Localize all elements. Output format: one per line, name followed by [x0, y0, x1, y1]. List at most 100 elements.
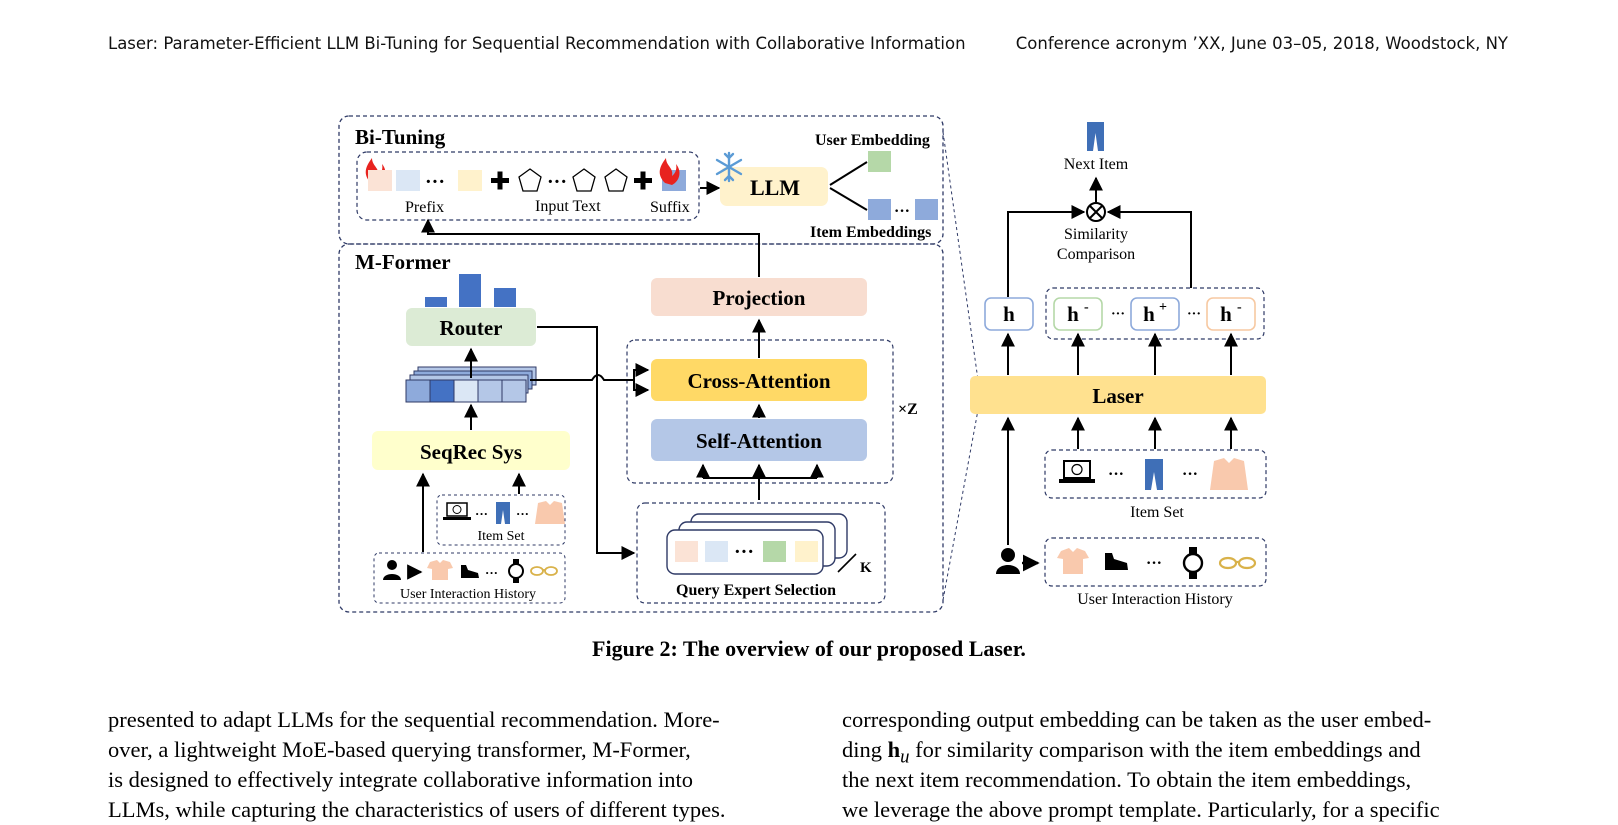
- prefix-token: [368, 170, 392, 191]
- overview-figure: Bi-Tuning ··· Prefix ··· Input Text Suff…: [338, 115, 1267, 613]
- seqrec-label: SeqRec Sys: [420, 440, 522, 464]
- item-set-label: Item Set: [1130, 504, 1184, 521]
- h-to-similarity-arrow: [1007, 205, 1086, 297]
- comparison-label: Comparison: [1057, 246, 1135, 263]
- router-bar: [459, 274, 481, 307]
- ellipsis: ···: [425, 171, 445, 193]
- text-token-icon: [572, 168, 596, 192]
- negative-h-box: [1206, 297, 1256, 331]
- user-embedding-symbol: h: [887, 737, 901, 762]
- repeat-label: ×Z: [898, 401, 918, 418]
- ellipsis: ···: [1182, 466, 1198, 483]
- self-attention-box: [651, 419, 867, 461]
- user-icon: [383, 560, 401, 580]
- seqrec-box: [372, 431, 570, 470]
- watch-icon: [508, 559, 524, 583]
- ellipsis: ···: [516, 506, 529, 521]
- user-history-label: User Interaction History: [1077, 591, 1233, 608]
- body-column-right: corresponding output embedding can be ta…: [842, 705, 1514, 825]
- body-line: ding hu for similarity comparison with t…: [842, 735, 1514, 768]
- projection-label: Projection: [713, 286, 806, 310]
- kv-arrow: [633, 380, 650, 397]
- text-token-icon: [518, 168, 542, 192]
- ellipsis: ···: [485, 565, 498, 580]
- input-text-label: Input Text: [535, 198, 601, 215]
- ellipsis: ···: [1187, 307, 1201, 322]
- bituning-panel: [338, 115, 944, 245]
- llm-box: [720, 167, 828, 206]
- sneaker-icon: [461, 565, 479, 578]
- zoom-guide: [942, 131, 979, 381]
- k-label: K: [860, 560, 872, 576]
- query-expert-label: Query Expert Selection: [676, 582, 836, 599]
- jeans-icon: [1145, 459, 1163, 490]
- negative-sup: -: [1237, 300, 1242, 315]
- projection-box: [651, 278, 867, 316]
- body-line: LLMs, while capturing the characteristic…: [108, 797, 726, 822]
- kv-arrow: [530, 363, 650, 381]
- body-line: over, a lightweight MoE-based querying t…: [108, 737, 691, 762]
- router-box: [406, 308, 536, 346]
- query-token: [763, 541, 786, 562]
- prompt-template-box: [356, 151, 700, 221]
- ellipsis: ···: [1111, 307, 1125, 322]
- branch-line: [829, 161, 868, 186]
- laser-label: Laser: [1092, 384, 1143, 408]
- positive-h-box: [1130, 297, 1180, 331]
- prefix-token: [396, 170, 420, 191]
- query-token: [705, 541, 728, 562]
- glasses-icon: [1218, 556, 1257, 570]
- running-header-venue: Conference acronym ’XX, June 03–05, 2018…: [1015, 34, 1508, 53]
- router-bar: [494, 288, 516, 307]
- negative-h-label: h: [1220, 302, 1232, 326]
- user-embedding-label: User Embedding: [815, 132, 930, 149]
- prefix-token: [458, 170, 482, 191]
- negative-h-box: [1053, 297, 1103, 331]
- sweater-icon: [535, 501, 565, 524]
- cross-attention-box: [651, 359, 867, 401]
- user-h-label: h: [1003, 302, 1015, 326]
- ellipsis: ···: [1146, 555, 1162, 572]
- laptop-icon: [1059, 460, 1095, 483]
- body-line: is designed to effectively integrate col…: [108, 767, 694, 792]
- candidates-to-similarity-arrow: [1106, 205, 1192, 288]
- user-embedding-subscript: u: [900, 746, 910, 768]
- ellipsis: ···: [475, 506, 488, 521]
- k-indicator: [837, 553, 857, 573]
- prefix-label: Prefix: [405, 199, 444, 216]
- body-line: corresponding output embedding can be ta…: [842, 707, 1432, 732]
- user-icon: [996, 548, 1020, 574]
- item-embedding-token: [868, 199, 891, 220]
- ellipsis: ···: [894, 203, 910, 220]
- router-to-query-arrow: [537, 326, 636, 560]
- mformer-panel: [338, 243, 944, 613]
- projection-to-prefix-arrow: [421, 218, 760, 277]
- ellipsis: ···: [734, 541, 754, 563]
- next-item-label: Next Item: [1064, 156, 1129, 173]
- tshirt-icon: [427, 560, 453, 580]
- user-history-label: User Interaction History: [400, 587, 536, 602]
- zoom-guide: [942, 409, 979, 601]
- cross-attention-label: Cross-Attention: [687, 369, 830, 393]
- sweater-icon: [1210, 458, 1248, 490]
- item-embedding-token: [915, 199, 938, 220]
- router-bar: [425, 297, 447, 307]
- item-set-box: [436, 494, 566, 546]
- body-line: the next item recommendation. To obtain …: [842, 767, 1412, 792]
- snowflake-icon: [715, 151, 743, 183]
- plus-icon: [491, 171, 509, 190]
- self-attention-label: Self-Attention: [696, 429, 822, 453]
- mformer-title: M-Former: [355, 250, 451, 274]
- tshirt-icon: [1057, 548, 1089, 574]
- ellipsis: ···: [1108, 466, 1124, 483]
- laptop-icon: [443, 502, 471, 520]
- glasses-icon: [530, 566, 558, 576]
- similarity-operator-icon: [1086, 202, 1106, 222]
- user-h-box: [984, 297, 1034, 331]
- router-label: Router: [440, 316, 503, 340]
- ellipsis: ···: [547, 171, 567, 193]
- negative-sup: -: [1084, 300, 1089, 315]
- branch-line: [829, 187, 868, 211]
- plus-icon: [634, 171, 652, 190]
- similarity-label: Similarity: [1064, 226, 1128, 243]
